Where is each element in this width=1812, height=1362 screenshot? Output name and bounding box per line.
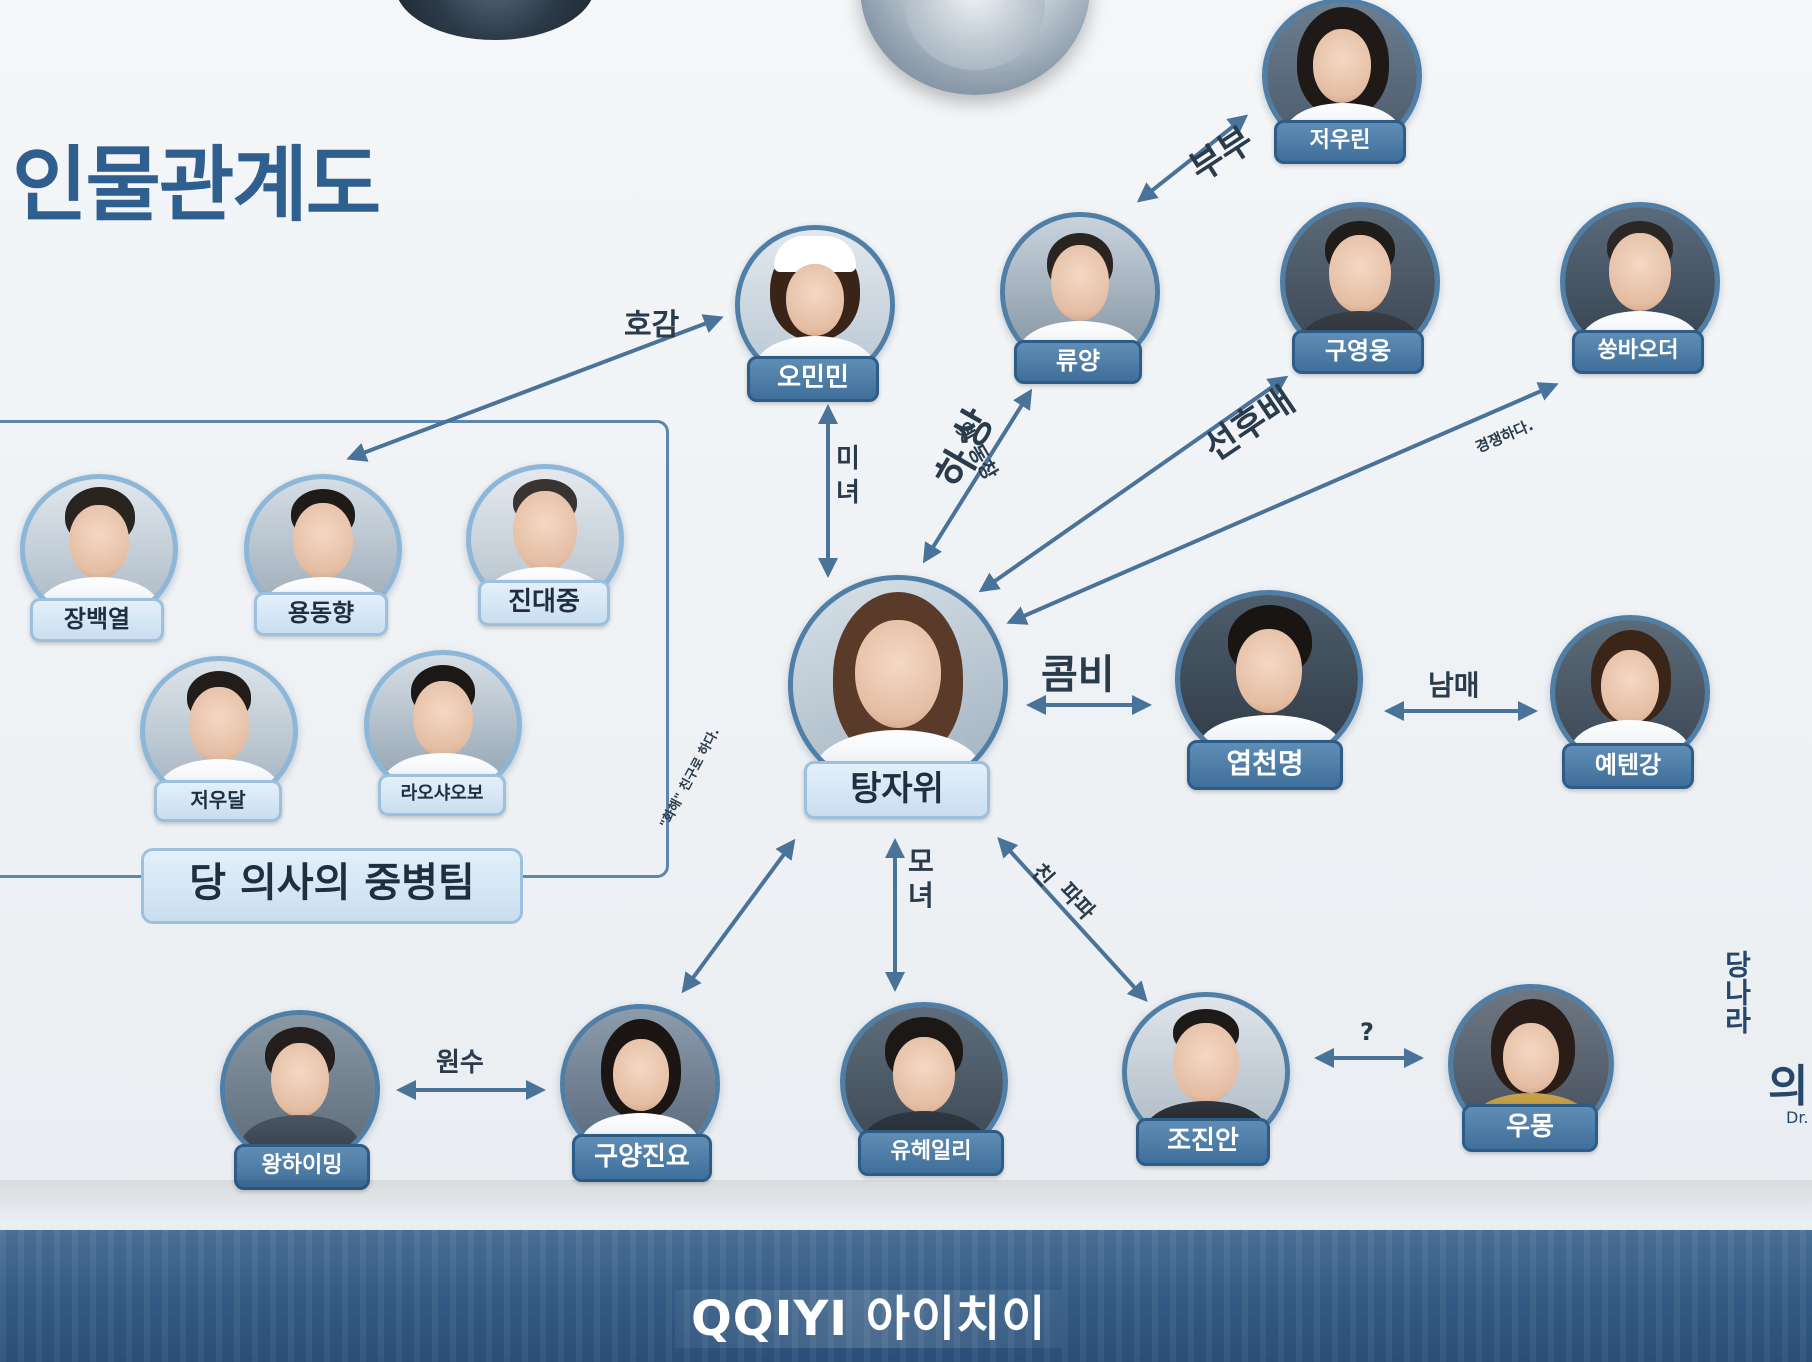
character-name: 저우린 — [1274, 120, 1406, 164]
team-label: 당 의사의 중병팀 — [141, 848, 523, 924]
watermark: QQIYI 아이치이 — [675, 1290, 1063, 1348]
arrow-bubu — [1136, 114, 1249, 203]
character-name: 저우달 — [154, 780, 282, 822]
character-name: 구영웅 — [1292, 330, 1424, 374]
relation-label-wonsu: 원수 — [436, 1048, 484, 1078]
relation-label-nammae: 남매 — [1428, 669, 1480, 702]
side-brand-logo: 의 — [1768, 1061, 1809, 1112]
page-title: 인물관계도 — [12, 138, 381, 233]
character-name: 구양진요 — [572, 1134, 712, 1182]
relation-label-mo: 모 — [908, 845, 934, 878]
arrow-hogam — [346, 314, 724, 462]
character-name: 탕자위 — [804, 761, 990, 819]
character-name: 장백열 — [30, 598, 164, 642]
character-name: 류양 — [1014, 340, 1142, 384]
side-brand-vertical-text: 당나라 — [1720, 950, 1753, 1034]
character-name: 용동향 — [254, 592, 388, 636]
side-brand-sub: Dr. — [1786, 1108, 1809, 1127]
character-name: 엽천명 — [1187, 740, 1343, 790]
character-name: 유헤일리 — [858, 1130, 1004, 1176]
paper-edge-shadow — [0, 1180, 1812, 1220]
character-name: 라오샤오보 — [378, 774, 506, 816]
bottom-blue-band — [0, 1230, 1812, 1362]
character-portrait — [788, 575, 1008, 795]
relation-label-question: ? — [1360, 1018, 1374, 1046]
character-name: 오민민 — [747, 356, 879, 402]
character-name: 왕하이밍 — [234, 1144, 370, 1190]
relation-label-mi: 미 — [836, 444, 860, 474]
character-portrait — [466, 464, 624, 614]
character-name: 쑹바오더 — [1572, 330, 1704, 374]
relation-label-nyeo2: 녀 — [908, 879, 934, 912]
arrow-gyeongjaeng — [1006, 382, 1559, 625]
character-name: 우몽 — [1462, 1104, 1598, 1152]
arrow-chin-papa — [997, 837, 1148, 1002]
character-name: 진대중 — [478, 580, 610, 626]
character-name: 예텐강 — [1562, 743, 1694, 789]
relation-label-nyeo: 녀 — [836, 478, 860, 508]
character-name: 조진안 — [1136, 1118, 1270, 1166]
relation-label-hogam: 호감 — [624, 308, 680, 343]
arrow-chingu — [681, 838, 796, 994]
relation-label-kombi: 콤비 — [1041, 652, 1115, 698]
